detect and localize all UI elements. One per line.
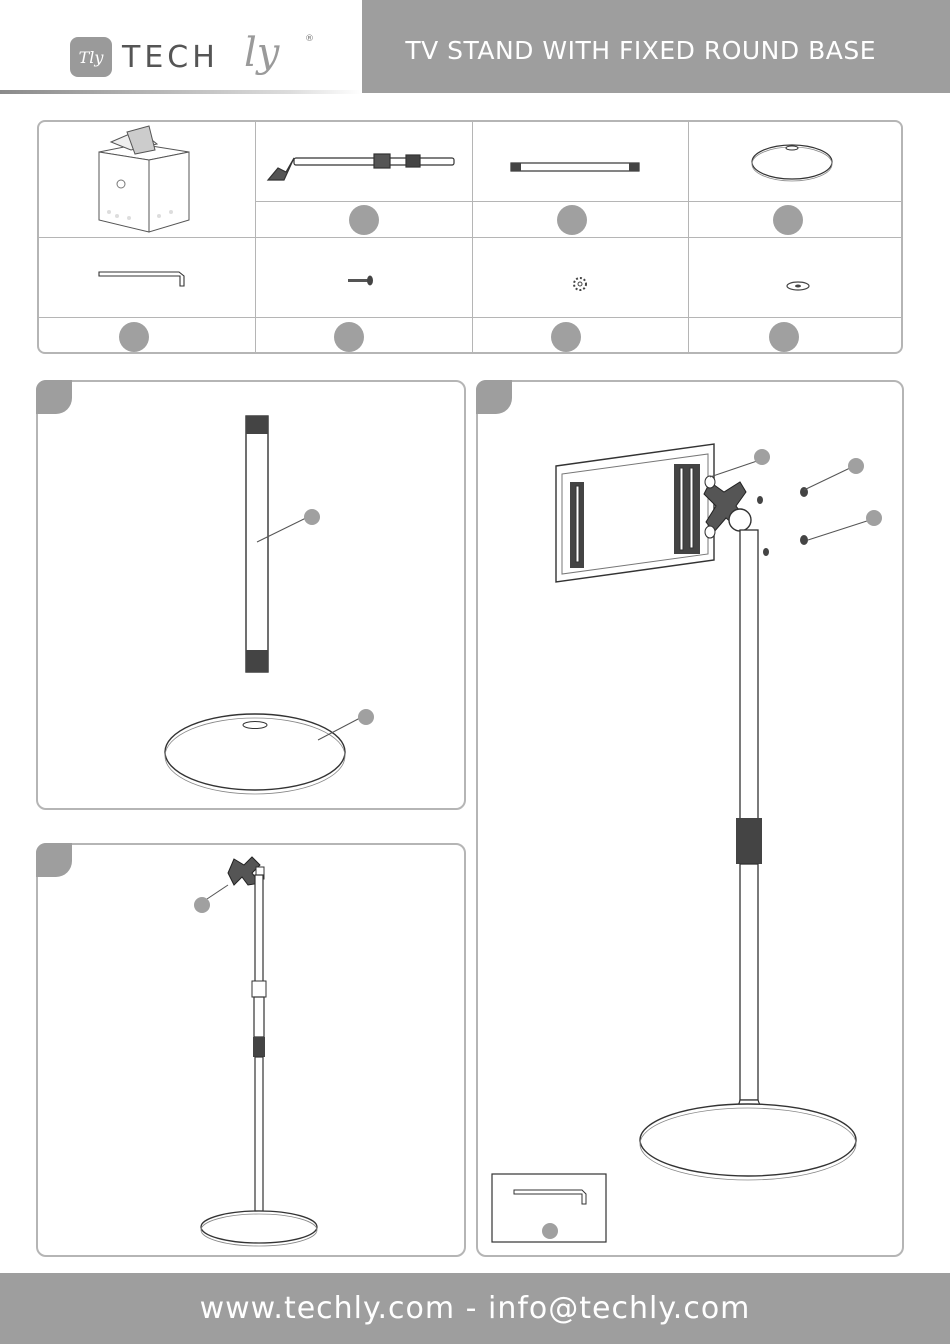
part-number-marker bbox=[557, 205, 587, 235]
part-callout bbox=[848, 458, 864, 474]
parts-number-cell bbox=[473, 318, 689, 354]
part-callout bbox=[542, 1223, 558, 1239]
lock-washer-icon bbox=[473, 238, 689, 318]
parts-cell-round-base bbox=[689, 122, 903, 202]
pole-icon bbox=[473, 122, 689, 202]
step-panel-3 bbox=[476, 380, 904, 1257]
part-number-marker bbox=[773, 205, 803, 235]
parts-number-cell bbox=[689, 202, 903, 238]
parts-cell-box bbox=[39, 122, 256, 238]
parts-cell-lock-washer bbox=[473, 238, 689, 318]
footer-contact: www.techly.com - info@techly.com bbox=[0, 1291, 950, 1326]
step-panel-2 bbox=[36, 843, 466, 1257]
part-number-marker bbox=[349, 205, 379, 235]
step-1-illustration bbox=[38, 382, 468, 812]
footer-bar: www.techly.com - info@techly.com bbox=[0, 1273, 950, 1344]
step-3-illustration bbox=[478, 382, 906, 1259]
parts-list-table bbox=[37, 120, 903, 354]
parts-cell-pole bbox=[473, 122, 689, 202]
washer-icon bbox=[689, 238, 903, 318]
box-icon bbox=[39, 122, 256, 238]
part-callout bbox=[358, 709, 374, 725]
part-number-marker bbox=[551, 322, 581, 352]
parts-cell-washer bbox=[689, 238, 903, 318]
part-callout bbox=[194, 897, 210, 913]
page-title: TV STAND WITH FIXED ROUND BASE bbox=[405, 36, 876, 65]
part-number-marker bbox=[769, 322, 799, 352]
parts-number-cell bbox=[256, 318, 473, 354]
logo-script: ly bbox=[244, 30, 279, 76]
round-base-icon bbox=[689, 122, 903, 202]
pole-with-mount-icon bbox=[256, 122, 473, 202]
part-callout bbox=[754, 449, 770, 465]
step-2-illustration bbox=[38, 845, 468, 1259]
logo-registered-mark: ® bbox=[305, 34, 314, 44]
header-logo-area: Tly TECH ly ® bbox=[0, 0, 362, 95]
parts-cell-hex-key bbox=[39, 238, 256, 318]
parts-number-cell bbox=[689, 318, 903, 354]
step-panel-1 bbox=[36, 380, 466, 810]
logo-badge: Tly bbox=[70, 37, 112, 77]
part-number-marker bbox=[119, 322, 149, 352]
part-number-marker bbox=[334, 322, 364, 352]
part-callout bbox=[866, 510, 882, 526]
header-divider-line bbox=[0, 90, 362, 94]
header-title-bar: TV STAND WITH FIXED ROUND BASE bbox=[362, 0, 950, 93]
screw-icon bbox=[256, 238, 473, 318]
part-callout bbox=[304, 509, 320, 525]
logo-text: TECH bbox=[122, 40, 219, 75]
parts-cell-pole-with-mount bbox=[256, 122, 473, 202]
parts-number-cell bbox=[39, 318, 256, 354]
parts-cell-screw bbox=[256, 238, 473, 318]
parts-number-cell bbox=[473, 202, 689, 238]
parts-number-cell bbox=[256, 202, 473, 238]
hex-key-icon bbox=[39, 238, 256, 318]
